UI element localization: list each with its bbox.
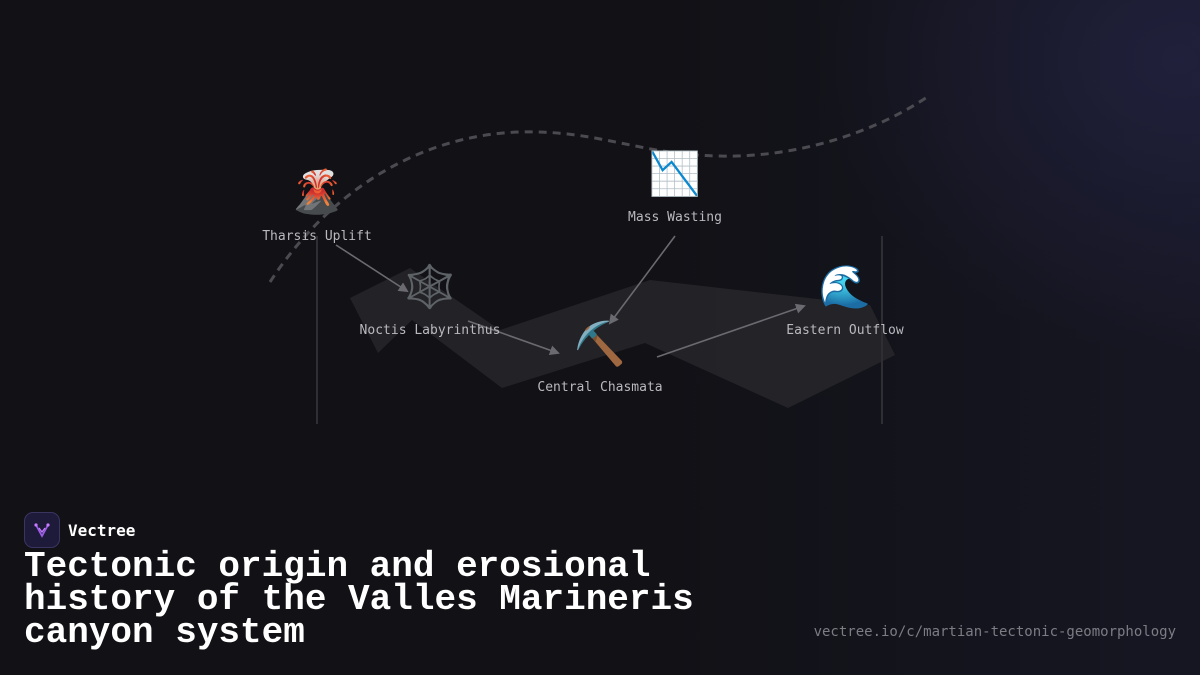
page-title: Tectonic origin and erosional history of…	[24, 546, 694, 653]
canyon-band	[350, 268, 895, 408]
vectree-logo-icon	[24, 512, 60, 548]
pickaxe-icon: ⛏️	[573, 319, 627, 368]
edge-noctis-to-central	[467, 320, 560, 356]
spider-web-icon: 🕸️	[403, 262, 457, 311]
wave-icon: 🌊	[818, 262, 872, 311]
node-label-eastern: Eastern Outflow	[786, 323, 904, 338]
dashed-trajectory	[268, 93, 931, 283]
edge-mass-to-central	[608, 235, 676, 325]
source-url: vectree.io/c/martian-tectonic-geomorphol…	[813, 624, 1176, 640]
edge-tharsis-to-noctis	[335, 244, 409, 293]
node-label-noctis: Noctis Labyrinthus	[359, 323, 501, 338]
edge-group	[335, 235, 806, 358]
edge-central-to-eastern	[656, 303, 806, 358]
brand: Vectree	[24, 512, 135, 548]
node-label-tharsis: Tharsis Uplift	[262, 229, 372, 244]
brand-name: Vectree	[68, 520, 136, 540]
node-label-mass: Mass Wasting	[628, 210, 722, 225]
chart-decreasing-icon: 📉	[648, 149, 702, 198]
volcano-icon: 🌋	[290, 167, 344, 216]
node-label-central: Central Chasmata	[537, 380, 663, 395]
